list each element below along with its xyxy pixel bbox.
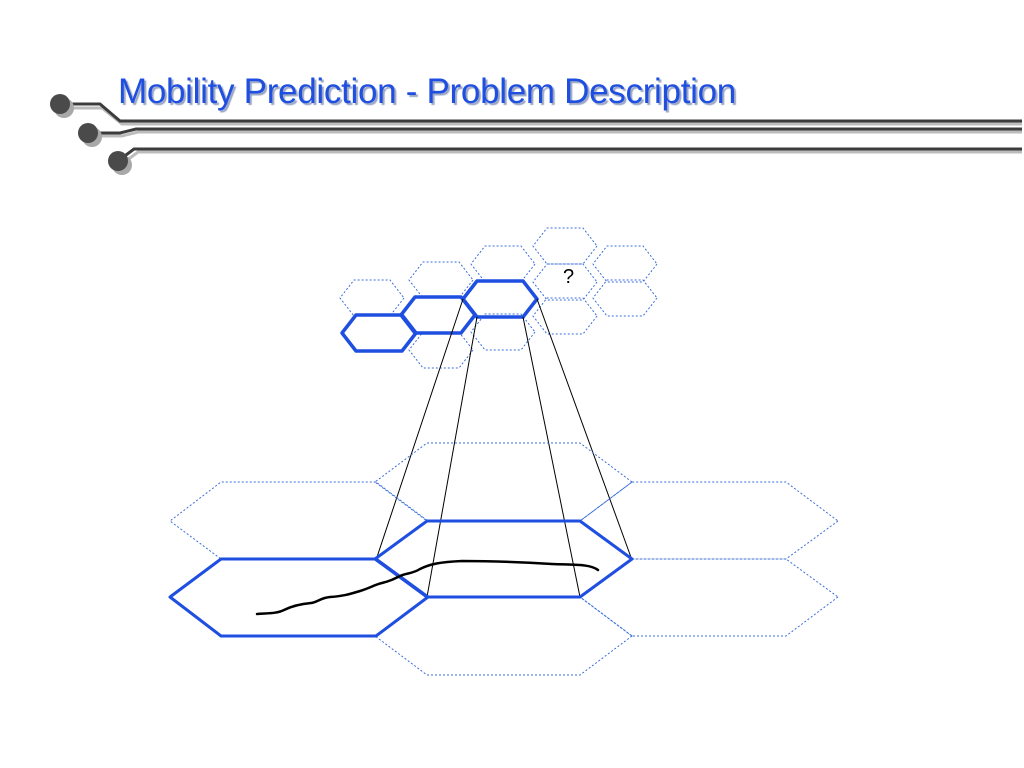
small-dotted-cells (339, 227, 658, 369)
hex-cell (470, 313, 536, 351)
bullet-2 (78, 123, 98, 143)
bullet-3 (108, 151, 128, 171)
large-highlighted-cells (168, 519, 634, 638)
hex-cell-path-large-2 (373, 519, 634, 599)
decor-bullets (50, 94, 132, 175)
hex-cell (408, 261, 474, 299)
hex-cell-unknown (532, 263, 598, 301)
hex-cell-path-3 (461, 279, 539, 319)
hex-cell (532, 227, 598, 265)
slide-title: Mobility Prediction - Problem Descriptio… (118, 72, 736, 111)
hex-cell (532, 297, 598, 335)
hex-cell (592, 245, 658, 283)
unknown-cell-label: ? (563, 266, 574, 288)
hex-cell (579, 481, 839, 560)
hex-cell (470, 245, 536, 283)
user-trajectory (255, 559, 600, 616)
small-highlighted-cells (340, 279, 539, 353)
title-decoration (50, 94, 1022, 175)
projection-lines (375, 298, 633, 598)
hex-cell (339, 279, 405, 317)
hex-cell (592, 279, 658, 317)
bullet-1 (50, 94, 70, 114)
hex-cell-path-2 (399, 295, 477, 335)
hex-cell (408, 331, 474, 369)
